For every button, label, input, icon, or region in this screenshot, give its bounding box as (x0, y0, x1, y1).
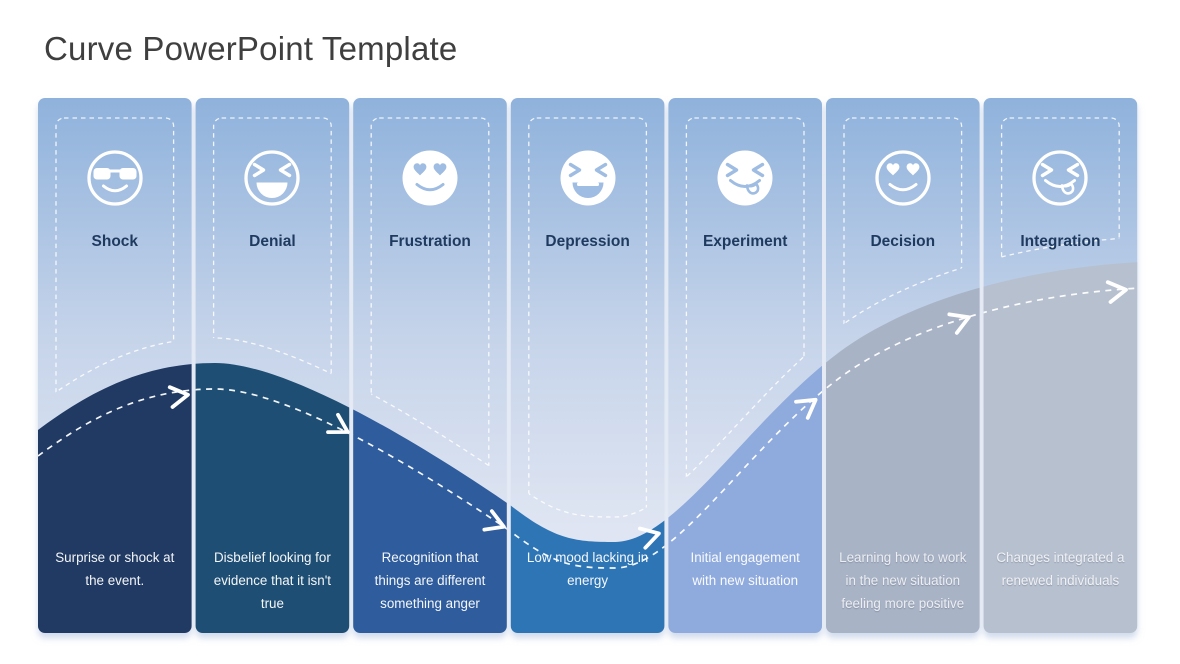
curve-fill-segment (983, 262, 1138, 633)
curve-arrowhead (326, 412, 350, 435)
curve-arrowhead (1105, 280, 1128, 304)
page-title: Curve PowerPoint Template (44, 30, 458, 67)
dashed-inset-border (528, 117, 648, 517)
curve-arrowhead (794, 397, 818, 420)
curve-arrowhead (167, 385, 190, 409)
dashed-arrow-path (38, 287, 1138, 569)
curve-arrowhead (947, 312, 971, 335)
curve-arrowhead (637, 526, 661, 550)
dashed-border-curve-edge (56, 236, 1120, 518)
curve-fill-segment (826, 262, 980, 633)
dashed-inset-border (370, 117, 490, 517)
dashed-inset-border (212, 117, 332, 517)
curve-arrowhead (482, 509, 506, 532)
stage-card (510, 98, 665, 633)
